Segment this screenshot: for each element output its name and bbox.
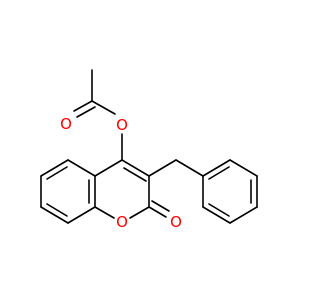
bond-c4-c4a [94, 159, 123, 177]
bond-ring-oxygen-c8a [94, 206, 115, 219]
ring-oxygen-label: O [116, 213, 128, 231]
bond-carbonyl-ester-oxygen [91, 100, 116, 115]
bond-c7-c8-inner [46, 203, 68, 217]
bond-ph5-ph6 [202, 206, 231, 224]
molecule-structure: O O O O [40, 69, 258, 231]
bond-c3-ch2 [148, 159, 177, 177]
bond-c5-c6-inner [46, 166, 68, 180]
bond-c5-c6 [40, 159, 69, 177]
bond-lactone-carbonyl-a [148, 206, 167, 218]
bond-ph5-ph6-inner [208, 203, 230, 217]
bond-lactone-carbonyl-b [151, 200, 170, 212]
bond-ph4-ph5 [229, 206, 258, 224]
bond-c4a-c5 [67, 159, 96, 177]
bond-carbonyl-oxygen-double-a [73, 100, 93, 112]
bond-ph1-ph2 [202, 159, 231, 177]
lactone-carbonyl-oxygen-label: O [170, 213, 182, 231]
ester-oxygen-label: O [116, 116, 128, 134]
atom-labels: O O O O [58, 115, 184, 231]
bond-c2-ring-oxygen [129, 206, 150, 219]
bond-carbonyl-oxygen-double-b [76, 106, 96, 118]
bond-c4-c3-double-b [123, 167, 147, 182]
bond-ph2-ph3 [229, 159, 258, 177]
bond-c4-c3-double-a [121, 159, 150, 177]
bond-ch2-phenyl [175, 159, 204, 177]
bonds [40, 69, 258, 224]
bond-c8-c8a [67, 206, 96, 224]
acetyl-carbonyl-oxygen-label: O [60, 115, 72, 133]
bond-c7-c8 [40, 206, 69, 224]
bond-ph1-ph2-inner [208, 166, 230, 180]
